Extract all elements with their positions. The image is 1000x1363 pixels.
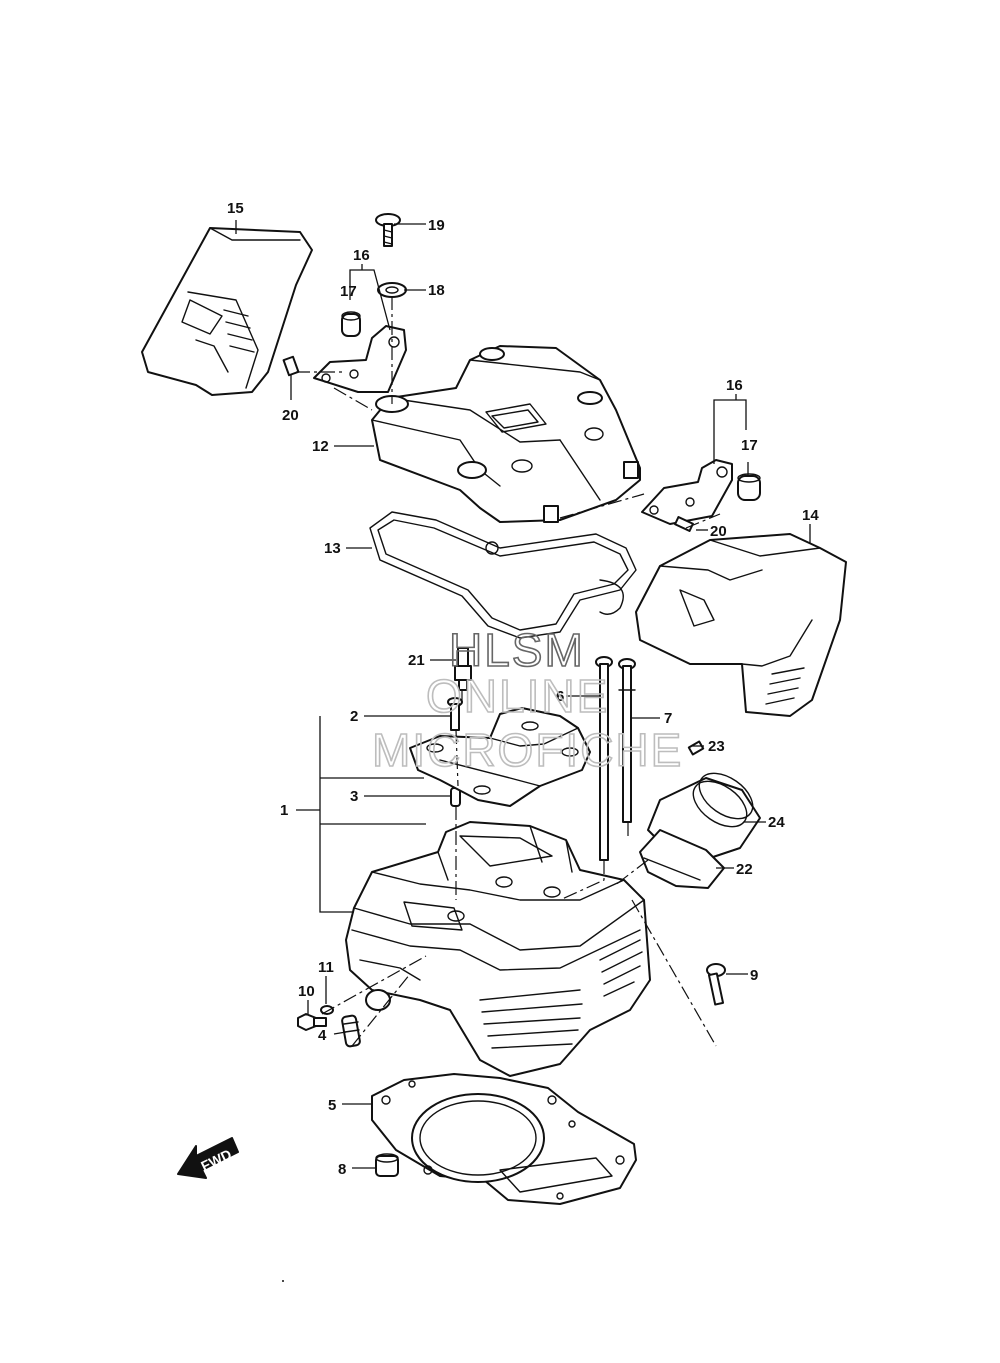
cover-bolt [375,213,401,247]
dot-mark [282,1280,284,1282]
callout-16-right: 16 [726,377,743,394]
grommet [377,282,407,298]
leader-lines [235,220,811,1169]
callout-6: 6 [556,688,564,705]
damper-right [737,473,761,501]
callout-15: 15 [227,200,244,217]
head-gasket [371,1073,637,1205]
callout-23: 23 [708,738,725,755]
gasket-dowel [375,1153,399,1177]
callout-13: 13 [324,540,341,557]
callout-9: 9 [750,967,758,984]
callout-10: 10 [298,983,315,1000]
callout-17-left: 17 [340,283,357,300]
oil-bolt [297,1013,327,1031]
callout-21: 21 [408,652,425,669]
callout-1: 1 [280,802,288,819]
callout-20-right: 20 [710,523,727,540]
intake-clamp [639,829,725,889]
callout-numbers: 15 19 16 17 18 20 12 16 17 20 14 13 21 6… [227,200,819,1178]
callout-17-right: 17 [741,437,758,454]
bracket-bolt-left [282,355,300,377]
cylinder-head [345,821,651,1077]
oil-union [341,1014,361,1048]
cover-gasket [369,511,637,639]
damper-left [341,311,361,337]
callout-14: 14 [802,507,819,524]
callout-11: 11 [318,959,334,976]
callout-16-left: 16 [353,247,370,264]
clamp-screw [687,740,705,756]
callout-2: 2 [350,708,358,725]
sealing-washer [320,1005,334,1015]
callout-4: 4 [318,1027,327,1044]
cylinder-head-cover [371,345,641,523]
bracket-right [641,459,733,525]
callout-20-left: 20 [282,407,299,424]
spark-plug [454,647,472,691]
callout-7: 7 [664,710,672,727]
assembly-lines [296,296,721,1047]
camshaft-holder [409,707,591,807]
watermark-line-1: HLSM [449,624,585,676]
callout-5: 5 [328,1097,336,1114]
callout-18: 18 [428,282,445,299]
callout-19: 19 [428,217,445,234]
watermark-line-3: MICROFICHE [372,724,683,776]
callout-3: 3 [350,788,358,805]
callout-12: 12 [312,438,329,455]
watermark: HLSM ONLINE MICROFICHE [371,623,683,777]
watermark-line-2: ONLINE [426,670,609,722]
cylinder-cover-right [635,533,847,717]
cylinder-cover-left [141,227,313,396]
callout-8: 8 [338,1161,346,1178]
head-side-bolt [706,963,726,1006]
callout-22: 22 [736,861,753,878]
head-bolt-long [618,658,636,823]
forward-arrow-label: FWD [198,1146,234,1174]
callout-24: 24 [768,814,785,831]
forward-arrow: FWD [177,1137,239,1179]
bracket-left [313,325,407,393]
